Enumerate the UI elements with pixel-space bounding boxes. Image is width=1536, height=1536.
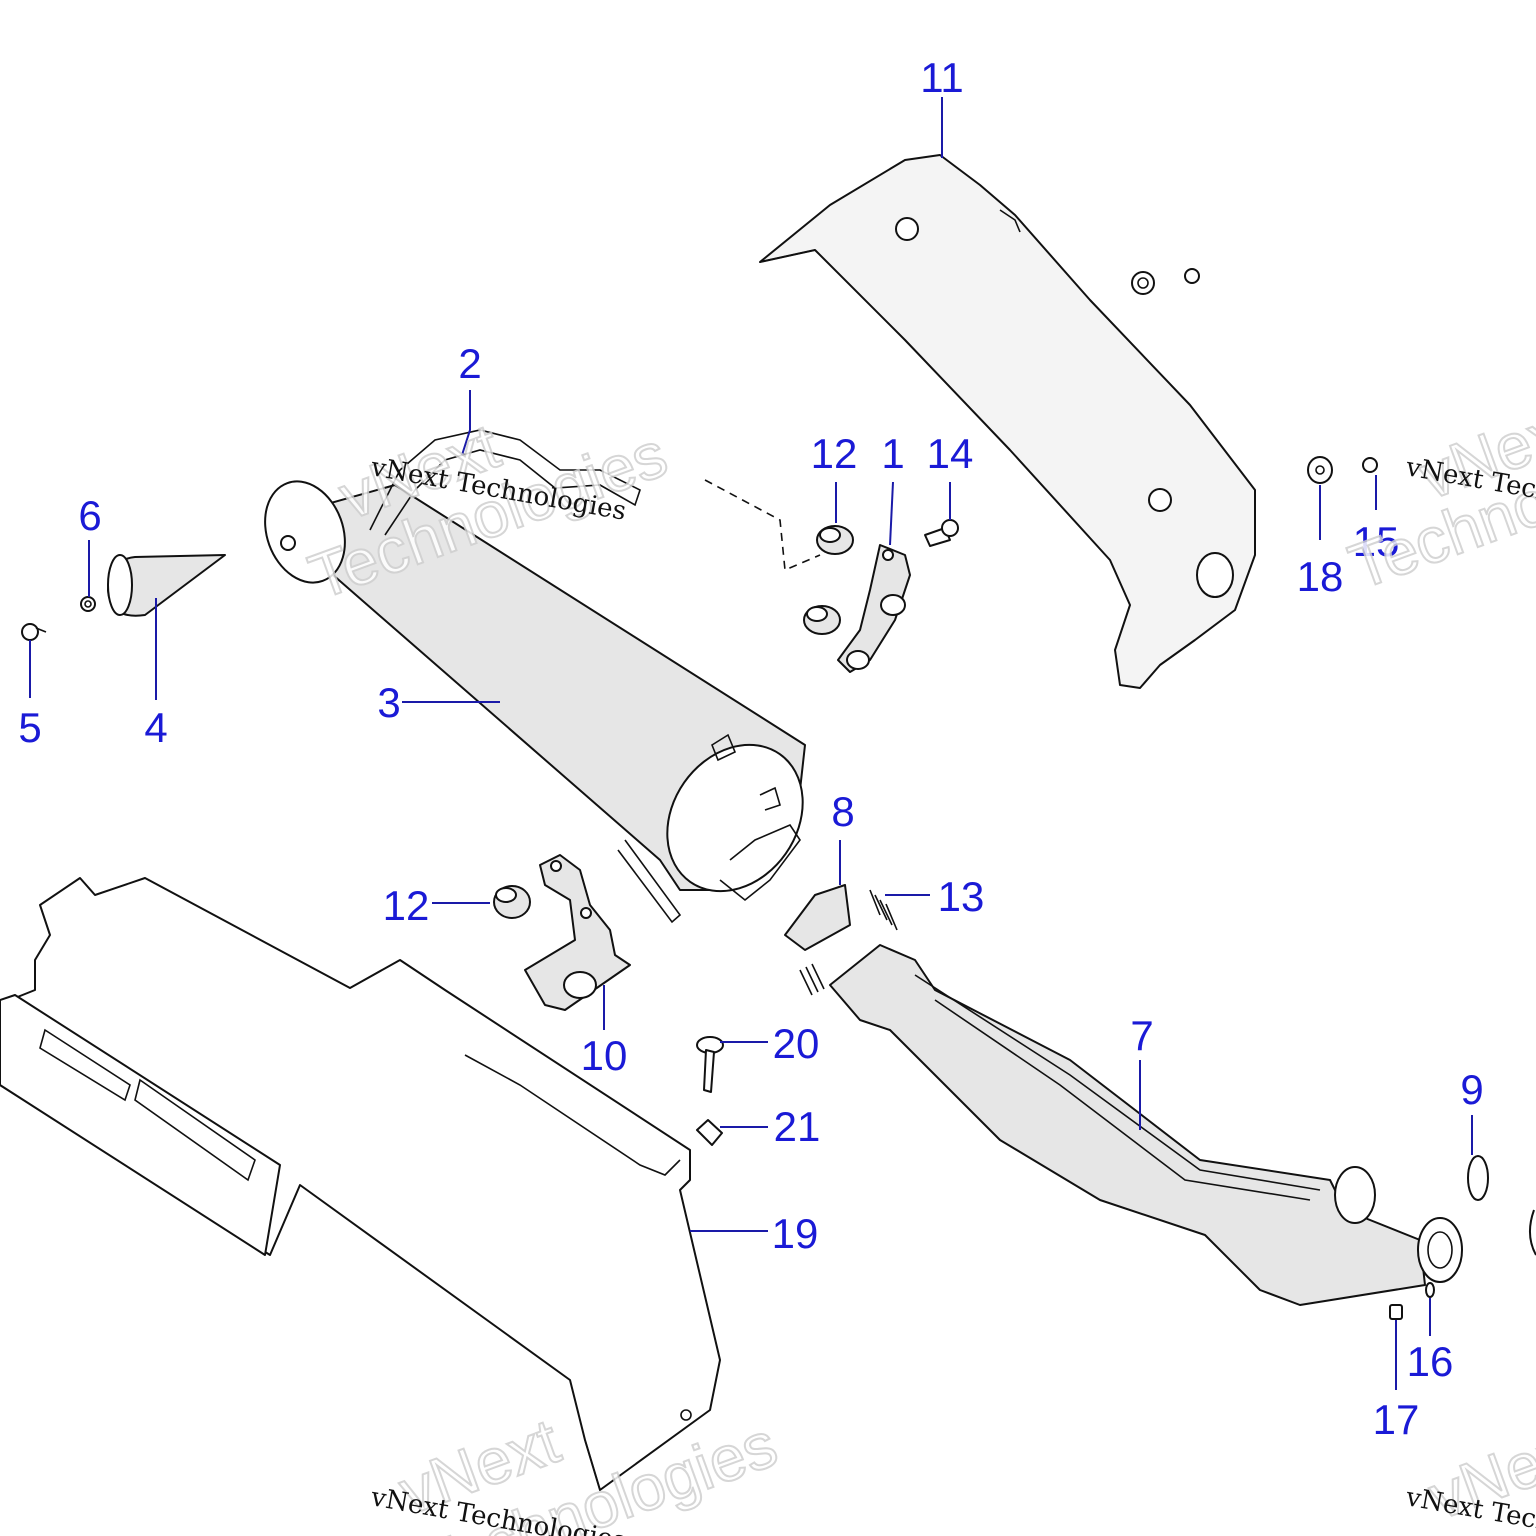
callout-19: 19 (772, 1210, 819, 1257)
callout-13: 13 (938, 873, 985, 920)
callout-6: 6 (78, 492, 101, 539)
callout-15: 15 (1353, 518, 1400, 565)
callout-11: 11 (920, 54, 964, 101)
callout-8: 8 (831, 788, 854, 835)
callout-12-upper: 12 (811, 430, 858, 477)
grommet-12-lower (493, 885, 531, 919)
heat-shield-upper (759, 154, 1256, 689)
heat-shield-lower-19 (0, 877, 721, 1491)
muffler (264, 480, 806, 924)
callout-9: 9 (1460, 1066, 1483, 1113)
callout-14: 14 (927, 430, 974, 477)
tip-cone (107, 554, 226, 617)
nut-16 (1425, 1282, 1435, 1298)
bolt-5 (21, 623, 47, 641)
bracket-10 (524, 854, 631, 1011)
head-pipe-7 (829, 944, 1463, 1306)
ring-partial-right (1529, 1209, 1536, 1256)
clip-nut-21 (696, 1119, 723, 1146)
callout-1: 1 (881, 430, 904, 477)
grommet-12-upper (803, 525, 854, 635)
callout-5: 5 (18, 704, 41, 751)
callout-labels: 1 2 3 4 5 6 7 8 9 10 11 12 12 13 14 15 1… (18, 54, 1483, 1443)
dashed-guide-line (704, 479, 821, 572)
nut-17 (1389, 1304, 1403, 1320)
callout-18: 18 (1297, 553, 1344, 600)
washer-18 (1307, 456, 1333, 484)
leader-lines (29, 97, 1473, 1390)
bolt-15 (1362, 457, 1378, 473)
screw-20 (696, 1036, 724, 1093)
bracket-1 (837, 544, 911, 673)
callout-10: 10 (581, 1032, 628, 1079)
callout-20: 20 (773, 1020, 820, 1067)
callout-7: 7 (1130, 1012, 1153, 1059)
callout-4: 4 (144, 704, 167, 751)
callout-2: 2 (458, 340, 481, 387)
callout-21: 21 (774, 1103, 821, 1150)
bolt-14 (924, 519, 959, 547)
callout-16: 16 (1407, 1338, 1454, 1385)
gasket-ring-9 (1467, 1155, 1489, 1201)
gasket-8 (784, 884, 851, 951)
flange-nut-6 (80, 596, 96, 612)
callout-17: 17 (1373, 1396, 1420, 1443)
callout-12-lower: 12 (383, 882, 430, 929)
spring-13 (799, 889, 898, 996)
callout-3: 3 (377, 679, 400, 726)
